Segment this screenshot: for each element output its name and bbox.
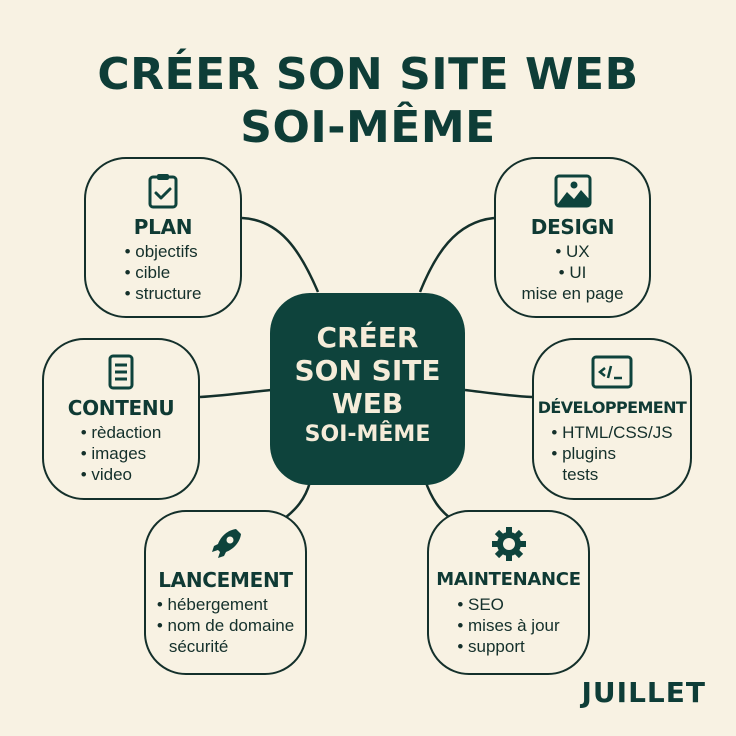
- node-list: • SEO • mises à jour • support: [457, 594, 559, 657]
- list-item: • cible: [124, 263, 171, 282]
- node-label: DESIGN: [530, 215, 615, 239]
- image-icon: [554, 174, 591, 208]
- connector-design: [418, 216, 495, 293]
- connector-lancement: [284, 481, 312, 519]
- footer-brand: JUILLET: [581, 676, 706, 709]
- list-item: • support: [457, 637, 525, 656]
- title-line-1: CRÉER SON SITE WEB: [97, 49, 639, 100]
- list-item: • UI: [558, 263, 587, 282]
- node-list: • objectifs • cible • structure: [125, 241, 202, 304]
- node-list: • rèdaction • images • video: [81, 422, 162, 485]
- clipboard-check-icon: [148, 174, 178, 209]
- center-line-4: SOI-MÊME: [304, 422, 431, 447]
- node-contenu: CONTENU • rèdaction • images • video: [42, 338, 200, 500]
- list-item: mise en page: [521, 284, 624, 303]
- list-item: • nom de domaine: [156, 616, 295, 635]
- document-icon: [108, 354, 134, 390]
- center-line-1: CRÉER: [316, 321, 419, 354]
- center-line-3: WEB: [331, 387, 404, 420]
- node-lancement: LANCEMENT • hébergement • nom de domaine…: [144, 510, 307, 675]
- list-item: • objectifs: [124, 242, 198, 261]
- list-item: • video: [80, 465, 133, 484]
- page-title: CRÉER SON SITE WEB SOI-MÊME: [0, 48, 736, 154]
- center-line-2: SON SITE: [294, 354, 441, 387]
- node-label: MAINTENANCE: [436, 569, 581, 590]
- node-list: • HTML/CSS/JS • plugins tests: [551, 422, 672, 485]
- node-developpement: DÉVELOPPEMENT • HTML/CSS/JS • plugins te…: [532, 338, 692, 500]
- list-item: • UX: [555, 242, 590, 261]
- node-design: DESIGN • UX • UI mise en page: [494, 157, 651, 318]
- list-item: • structure: [124, 284, 202, 303]
- list-item: • hébergement: [156, 595, 268, 614]
- central-node: CRÉER SON SITE WEB SOI-MÊME: [270, 293, 465, 485]
- node-maintenance: MAINTENANCE • SEO • mises à jour • suppo…: [427, 510, 590, 675]
- rocket-icon: [211, 529, 241, 558]
- node-list: • UX • UI mise en page: [521, 241, 623, 304]
- connector-maintenance: [423, 479, 451, 519]
- list-item: • plugins: [551, 444, 616, 463]
- gear-icon: [491, 527, 526, 561]
- connector-contenu: [199, 388, 272, 399]
- connector-developpement: [464, 388, 533, 399]
- node-list: • hébergement • nom de domaine sécurité: [157, 594, 294, 657]
- list-item: • SEO: [457, 595, 504, 614]
- node-label: DÉVELOPPEMENT: [537, 398, 687, 417]
- node-label: PLAN: [133, 215, 193, 239]
- connector-plan: [241, 216, 320, 293]
- list-item: tests: [562, 465, 599, 484]
- list-item: • mises à jour: [457, 616, 560, 635]
- list-item: • images: [80, 444, 147, 463]
- code-terminal-icon: [591, 355, 633, 389]
- node-label: CONTENU: [67, 396, 175, 420]
- title-line-2: SOI-MÊME: [240, 102, 496, 153]
- list-item: sécurité: [168, 637, 229, 656]
- node-plan: PLAN • objectifs • cible • structure: [84, 157, 242, 318]
- list-item: • rèdaction: [80, 423, 162, 442]
- list-item: • HTML/CSS/JS: [551, 423, 673, 442]
- node-label: LANCEMENT: [158, 568, 293, 592]
